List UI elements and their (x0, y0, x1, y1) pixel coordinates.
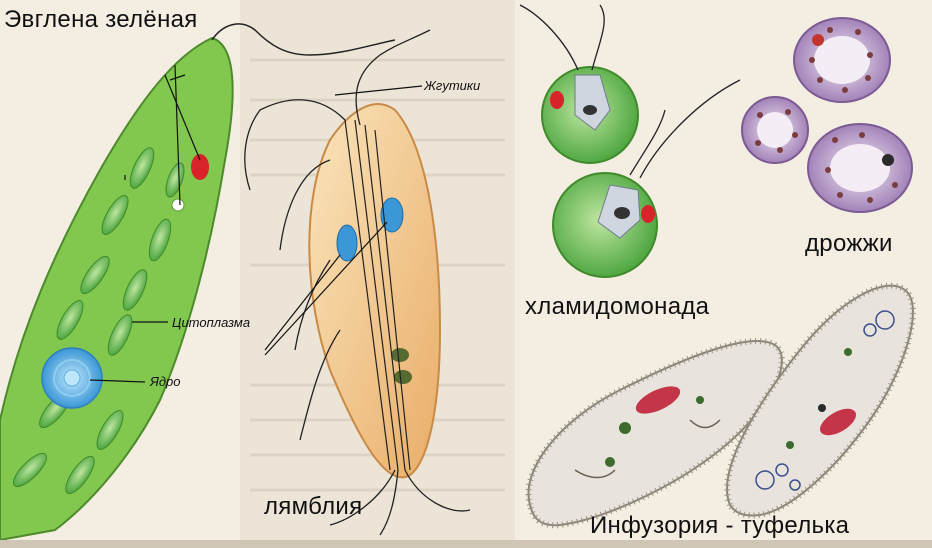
label-giardia: лямблия (264, 493, 362, 521)
label-cytoplasm: Цитоплазма (172, 315, 250, 330)
label-nucleus: Ядро (150, 374, 181, 389)
bottom-edge (0, 540, 932, 548)
label-yeast: дрожжи (805, 230, 893, 258)
label-chlamydomonas: хламидомонада (525, 293, 709, 321)
label-flagella: Жгутики (424, 78, 480, 93)
eyespot (191, 154, 209, 180)
label-euglena: Эвглена зелёная (4, 6, 198, 34)
label-paramecium: Инфузория - туфелька (590, 512, 849, 540)
